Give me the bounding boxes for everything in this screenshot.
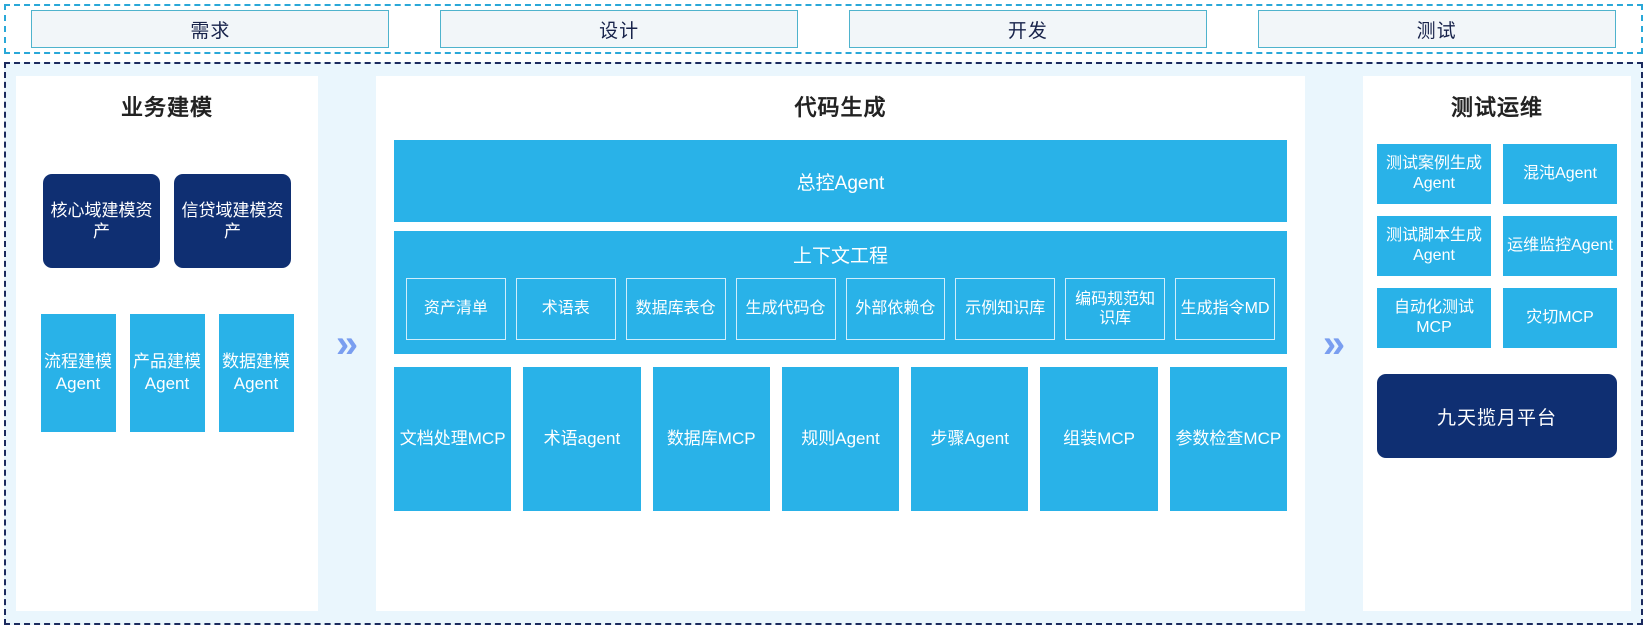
panel-code-generation: 代码生成 总控Agent 上下文工程 资产清单 术语表 数据库表仓 生成代码仓 … [376, 76, 1305, 611]
context-box-asset-list[interactable]: 资产清单 [406, 278, 506, 340]
phase-slot-design: 设计 [415, 10, 824, 48]
phase-box-requirements[interactable]: 需求 [31, 10, 390, 48]
tool-box-parameter-check-mcp[interactable]: 参数检查MCP [1169, 367, 1287, 511]
asset-box-core-domain[interactable]: 核心域建模资产 [43, 174, 160, 268]
asset-box-credit-domain[interactable]: 信贷域建模资产 [174, 174, 291, 268]
test-box-script-generation-agent[interactable]: 测试脚本生成Agent [1377, 216, 1491, 276]
agent-box-data-modeling[interactable]: 数据建模Agent [218, 314, 294, 432]
business-asset-group: 核心域建模资产 信贷域建模资产 [43, 174, 291, 268]
panel-business-modeling: 业务建模 核心域建模资产 信贷域建模资产 流程建模Agent 产品建模Agent… [16, 76, 318, 611]
context-engineering-block: 上下文工程 资产清单 术语表 数据库表仓 生成代码仓 外部依赖仓 示例知识库 编… [394, 231, 1287, 354]
test-box-ops-monitoring-agent[interactable]: 运维监控Agent [1503, 216, 1617, 276]
panel-test-operations: 测试运维 测试案例生成Agent 混沌Agent 测试脚本生成Agent 运维监… [1363, 76, 1631, 611]
flow-arrow-left: » [318, 76, 376, 611]
panel-title-business-modeling: 业务建模 [120, 95, 213, 120]
phase-box-design[interactable]: 设计 [440, 10, 799, 48]
phase-slot-requirements: 需求 [6, 10, 415, 48]
context-box-generation-instruction-md[interactable]: 生成指令MD [1175, 278, 1275, 340]
test-box-chaos-agent[interactable]: 混沌Agent [1503, 144, 1617, 204]
context-box-db-table-repo[interactable]: 数据库表仓 [625, 278, 726, 340]
context-engineering-title: 上下文工程 [792, 246, 888, 267]
test-box-case-generation-agent[interactable]: 测试案例生成Agent [1377, 144, 1491, 204]
tool-box-database-mcp[interactable]: 数据库MCP [652, 367, 770, 511]
tool-box-assembly-mcp[interactable]: 组装MCP [1040, 367, 1158, 511]
context-box-example-knowledge-base[interactable]: 示例知识库 [955, 278, 1056, 340]
context-box-external-dependency-repo[interactable]: 外部依赖仓 [845, 278, 946, 340]
tool-box-step-agent[interactable]: 步骤Agent [911, 367, 1029, 511]
phase-box-development[interactable]: 开发 [848, 10, 1207, 48]
phase-slot-testing: 测试 [1232, 10, 1641, 48]
panel-title-code-generation: 代码生成 [794, 95, 887, 120]
phase-box-testing[interactable]: 测试 [1257, 10, 1616, 48]
agent-box-product-modeling[interactable]: 产品建模Agent [129, 314, 205, 432]
context-box-coding-standard-knowledge-base[interactable]: 编码规范知识库 [1065, 278, 1166, 340]
code-generation-body: 总控Agent 上下文工程 资产清单 术语表 数据库表仓 生成代码仓 外部依赖仓… [394, 128, 1287, 511]
tool-box-rule-agent[interactable]: 规则Agent [781, 367, 900, 511]
tool-row: 文档处理MCP 术语agent 数据库MCP 规则Agent 步骤Agent 组… [394, 367, 1287, 511]
business-agent-group: 流程建模Agent 产品建模Agent 数据建模Agent [40, 314, 294, 432]
platform-box-jiutian-lanyue[interactable]: 九天揽月平台 [1377, 374, 1617, 458]
master-control-agent[interactable]: 总控Agent [394, 140, 1287, 222]
phase-bar: 需求 设计 开发 测试 [4, 4, 1643, 54]
context-box-generated-code-repo[interactable]: 生成代码仓 [735, 278, 836, 340]
tool-box-document-processing-mcp[interactable]: 文档处理MCP [394, 367, 512, 511]
test-box-disaster-switch-mcp[interactable]: 灾切MCP [1503, 288, 1617, 348]
phase-slot-development: 开发 [824, 10, 1233, 48]
double-chevron-right-icon: » [335, 321, 359, 366]
context-item-row: 资产清单 术语表 数据库表仓 生成代码仓 外部依赖仓 示例知识库 编码规范知识库… [406, 278, 1275, 340]
context-box-glossary[interactable]: 术语表 [515, 278, 616, 340]
flow-arrow-right: » [1305, 76, 1363, 611]
architecture-frame: 业务建模 核心域建模资产 信贷域建模资产 流程建模Agent 产品建模Agent… [4, 62, 1643, 625]
tool-box-glossary-agent[interactable]: 术语agent [523, 367, 641, 511]
test-box-automated-testing-mcp[interactable]: 自动化测试MCP [1377, 288, 1491, 348]
double-chevron-right-icon: » [1322, 321, 1346, 366]
agent-box-process-modeling[interactable]: 流程建模Agent [40, 314, 116, 432]
test-ops-grid: 测试案例生成Agent 混沌Agent 测试脚本生成Agent 运维监控Agen… [1377, 144, 1617, 348]
panel-title-test-operations: 测试运维 [1450, 95, 1543, 120]
